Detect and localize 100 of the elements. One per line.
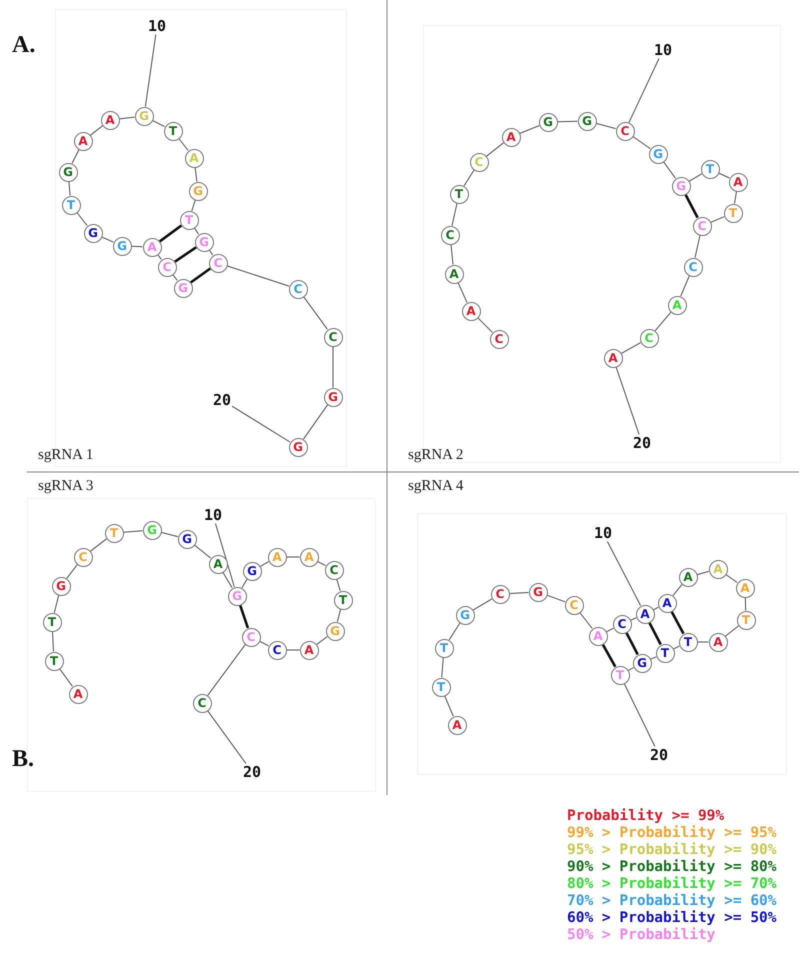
backbone-line	[725, 625, 739, 637]
nucleotide-circle: T	[434, 638, 454, 658]
base-pair-line	[158, 224, 182, 242]
nucleotide-circle: G	[648, 144, 668, 164]
nucleotide-circle: C	[268, 640, 286, 660]
position-number: 20	[213, 392, 232, 408]
backbone-line	[450, 244, 454, 265]
nucleotide-circle: G	[194, 232, 214, 252]
backbone-line	[302, 404, 328, 440]
backbone-line	[596, 122, 616, 130]
nucleotide-circle: T	[334, 590, 352, 610]
nucleotide-circle: T	[164, 122, 182, 140]
position-number: 20	[650, 748, 668, 762]
backbone-line	[157, 254, 162, 260]
position-number: 10	[594, 526, 612, 540]
nucleotide-circle: T	[736, 610, 756, 630]
backbone-line	[620, 342, 642, 354]
position-number: 10	[204, 508, 222, 522]
leader-line	[624, 683, 656, 747]
nucleotide-circle: T	[656, 644, 674, 662]
nucleotide-circle: G	[632, 654, 652, 672]
nucleotide-circle: A	[142, 238, 162, 256]
backbone-line	[336, 578, 341, 592]
nucleotide-circle: C	[490, 330, 508, 348]
position-number: 20	[633, 436, 652, 450]
backbone-line	[579, 612, 593, 629]
nucleotide-circle: G	[456, 606, 474, 624]
backbone-line	[725, 574, 738, 583]
nucleotide-circle: G	[672, 176, 690, 196]
nucleotide-circle: A	[588, 626, 608, 646]
position-number: 20	[243, 764, 262, 780]
backbone-line	[123, 530, 143, 533]
nucleotide-circle: A	[74, 132, 92, 150]
nucleotide-circle: C	[242, 628, 260, 646]
nucleotide-circle: A	[708, 632, 728, 652]
nucleotide-circle: A	[728, 172, 748, 192]
nucleotide-circle: A	[208, 554, 228, 574]
nucleotide-circle: T	[610, 666, 630, 684]
nucleotide-circle: T	[62, 196, 80, 214]
backbone-line	[680, 275, 690, 297]
backbone-line	[441, 657, 444, 678]
backbone-line	[316, 560, 326, 566]
backbone-line	[710, 216, 725, 223]
nucleotide-circle: G	[242, 562, 262, 580]
nucleotide-circle: A	[462, 302, 480, 320]
backbone-line	[448, 622, 460, 640]
nucleotide-circle: A	[184, 148, 204, 168]
backbone-line	[152, 120, 166, 128]
nucleotide-circle: G	[84, 224, 102, 242]
base-pair-line	[648, 622, 662, 646]
nucleotide-circle: C	[640, 328, 658, 348]
base-pair-line	[625, 632, 639, 656]
backbone-line	[696, 570, 710, 576]
nucleotide-circle: A	[68, 684, 88, 704]
backbone-line	[632, 136, 651, 150]
backbone-line	[66, 564, 78, 579]
nucleotide-circle: T	[42, 612, 62, 632]
backbone-line	[222, 572, 233, 588]
nucleotide-circle: G	[528, 582, 548, 602]
backbone-line	[653, 606, 659, 610]
nucleotide-circle: A	[708, 560, 728, 578]
backbone-line	[718, 172, 730, 178]
nucleotide-circle: G	[228, 586, 246, 606]
backbone-line	[654, 312, 672, 332]
base-pair-line	[684, 194, 699, 218]
backbone-line	[241, 578, 248, 588]
nucleotide-circle: C	[692, 216, 712, 236]
nucleotide-circle: T	[432, 678, 450, 696]
legend-entry: 95% > Probability >= 90%	[567, 842, 777, 859]
leader-line	[606, 541, 642, 606]
backbone-line	[606, 628, 614, 632]
position-number: 10	[148, 18, 166, 34]
backbone-line	[90, 125, 103, 136]
nucleotide-circle: G	[112, 236, 132, 256]
legend-entry: 70% > Probability >= 60%	[567, 893, 777, 910]
nucleotide-circle: G	[288, 438, 308, 456]
backbone-line	[672, 584, 682, 596]
base-pair-line	[238, 604, 250, 628]
nucleotide-circle: G	[134, 106, 154, 126]
leader-line	[616, 366, 640, 435]
nucleotide-circle: A	[658, 594, 676, 612]
leader-line	[232, 406, 290, 442]
backbone-line	[72, 149, 80, 164]
nucleotide-circle: A	[736, 578, 754, 598]
base-pair-line	[670, 610, 685, 634]
backbone-line	[332, 346, 334, 388]
base-pair-line	[602, 644, 616, 668]
backbone-line	[76, 212, 88, 226]
backbone-line	[259, 640, 269, 646]
legend-entry: 90% > Probability >= 80%	[567, 859, 777, 876]
nucleotide-circle: T	[44, 652, 64, 670]
nucleotide-circle: A	[636, 604, 654, 624]
nucleotide-circle: C	[490, 584, 510, 604]
backbone-line	[464, 170, 474, 186]
nucleotide-circle: G	[324, 388, 342, 406]
nucleotide-circle: T	[700, 160, 720, 178]
backbone-line	[477, 317, 493, 333]
backbone-line	[630, 617, 637, 621]
nucleotide-circle: G	[178, 530, 196, 548]
nucleotide-circle: C	[612, 614, 632, 634]
